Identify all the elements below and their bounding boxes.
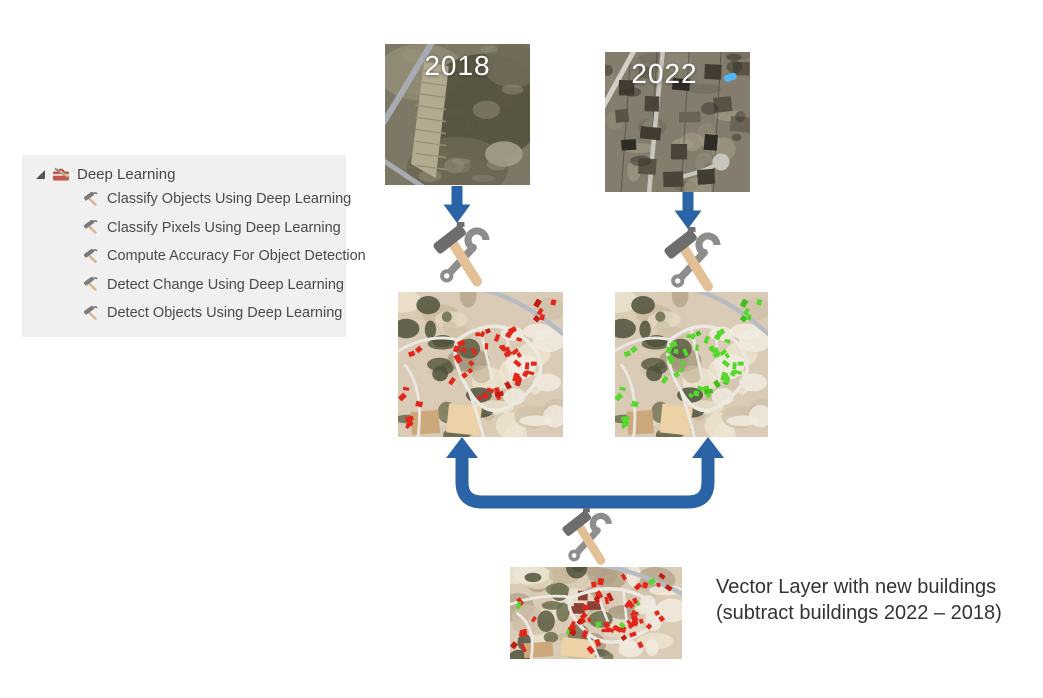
- caption-line-1: Vector Layer with new buildings: [716, 576, 997, 598]
- detected-buildings-2022-image: [615, 292, 768, 437]
- hammer-icon: [84, 220, 99, 235]
- year-label-2018: 2018: [424, 50, 491, 81]
- result-caption: Vector Layer with new buildings (subtrac…: [716, 574, 1002, 626]
- hammer-icon: [84, 249, 99, 264]
- tree-expander-icon[interactable]: [36, 169, 45, 179]
- toolbox-root-label: Deep Learning: [77, 165, 176, 183]
- result-vector-layer-image: [510, 567, 682, 659]
- tools-icon-left: [424, 222, 494, 290]
- year-label-2022: 2022: [631, 58, 698, 89]
- tool-item-label: Detect Objects Using Deep Learning: [107, 305, 343, 322]
- tool-item-detect-objects[interactable]: Detect Objects Using Deep Learning: [84, 299, 346, 328]
- arrow-down-left: [443, 186, 471, 223]
- caption-line-2: (subtract buildings 2022 – 2018): [716, 602, 1002, 624]
- tool-item-label: Compute Accuracy For Object Detection: [107, 248, 366, 265]
- tools-icon-subtract: [552, 508, 618, 568]
- tree-node-deep-learning[interactable]: Deep Learning: [22, 155, 346, 185]
- input-image-2018: 2018: [385, 44, 530, 185]
- tool-item-classify-pixels[interactable]: Classify Pixels Using Deep Learning: [84, 214, 346, 243]
- input-image-2022: 2022: [605, 52, 750, 192]
- arrow-down-right: [674, 192, 702, 229]
- tools-icon-right: [655, 227, 725, 295]
- tool-item-detect-change[interactable]: Detect Change Using Deep Learning: [84, 271, 346, 300]
- tool-item-label: Detect Change Using Deep Learning: [107, 276, 344, 293]
- merge-arrow-connector: [446, 437, 724, 509]
- toolbox-panel: Deep Learning Classify Objects Using Dee…: [22, 155, 366, 337]
- tool-item-label: Classify Pixels Using Deep Learning: [107, 219, 341, 236]
- tool-item-label: Classify Objects Using Deep Learning: [107, 191, 352, 208]
- hammer-icon: [84, 277, 99, 292]
- toolbox-icon: [51, 165, 71, 183]
- tool-item-compute-accuracy[interactable]: Compute Accuracy For Object Detection: [84, 242, 366, 271]
- detected-buildings-2018-image: [398, 292, 563, 437]
- tool-item-classify-objects[interactable]: Classify Objects Using Deep Learning: [84, 185, 351, 214]
- hammer-icon: [84, 306, 99, 321]
- hammer-icon: [84, 192, 99, 207]
